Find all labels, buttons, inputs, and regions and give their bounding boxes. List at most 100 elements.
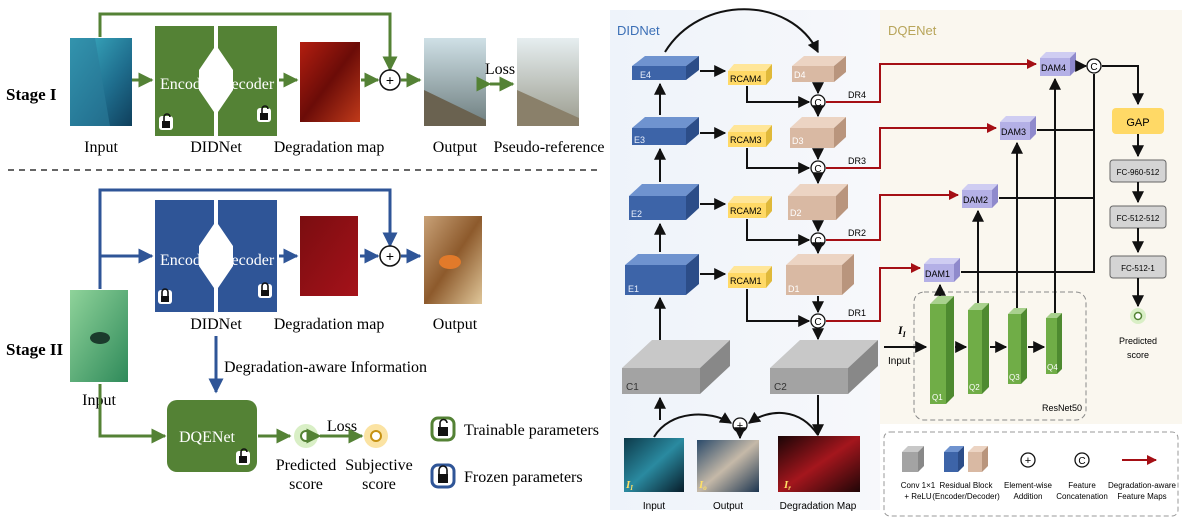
bottom-map-symbol: Ir [783,479,791,492]
encoder-e3-label: E3 [634,135,645,145]
conv-c1-label: C1 [626,382,639,393]
dqenet-title: DQENet [888,23,937,38]
stage2-degradation-map-image [300,216,358,296]
stage2-input-fish [90,332,110,344]
stage1-encoder-unlock-icon [159,113,173,130]
stage1-add-symbol: + [386,72,394,88]
dr1-arrow [826,263,921,322]
encoder-e2-label: E2 [631,209,642,219]
rcam4-to-concat [746,86,811,108]
decoder-d1-label: D1 [788,284,800,294]
dam-block-3: DAM3 [1000,116,1036,140]
dqenet-box [167,400,257,472]
stage1-loss-label: Loss [485,61,515,78]
bottom-output-symbol: Io [698,479,707,492]
q4-label: Q4 [1047,363,1058,372]
stage2-add-symbol: + [386,248,394,264]
rcam2-label: RCAM2 [730,206,762,216]
encoder-e4-label: E4 [640,70,651,80]
bottom-output-caption: Output [713,501,743,512]
stage1-skip-arrow [98,12,398,72]
legend-frozen: Frozen parameters [430,463,583,489]
stage1-add-node [379,69,401,91]
svg-text:C: C [1090,62,1097,73]
dam3-label: DAM3 [1001,127,1026,137]
encoder-block-e4: E4 [632,56,699,80]
gap-label: GAP [1126,117,1149,129]
decoder-block-d4: D4 [792,56,846,82]
stage1-label: Stage I [6,85,57,104]
decoder-d2-label: D2 [790,208,802,218]
left-panel: Stage I Input Encoder Decoder DIDNet Deg… [6,12,605,493]
bottom-map-caption: Degradation Map [780,501,857,512]
svg-text:C: C [814,98,821,109]
stage1-input-texture [70,38,110,126]
dr2-arrow [826,190,959,241]
rcam1-label: RCAM1 [730,276,762,286]
dr1-label: DR1 [848,308,866,318]
stage1-encoder [155,26,214,136]
legend-trainable: Trainable parameters [430,416,599,442]
svg-text:C: C [814,236,821,247]
legend-residual: Residual Block (Encoder/Decoder) [932,446,1000,501]
stage1-output-caption: Output [433,139,478,156]
input-label: Input [888,356,910,367]
predicted-caption-1: Predicted [276,457,336,474]
stage1-decoder-label: Decoder [220,76,275,93]
svg-text:C: C [1078,456,1085,467]
stage1-reference-texture [517,90,579,126]
subjective-caption-2: score [362,476,396,493]
stage1-input-caption: Input [84,139,118,156]
stage1-encoder-label: Encoder [160,76,214,93]
bridge-arrow-e4-d4 [664,8,819,54]
q2-label: Q2 [969,383,980,392]
stage2-encoder-label: Encoder [160,252,214,269]
legend-add-l2: Addition [1014,492,1043,501]
decoder-block-d3: D3 [790,117,846,148]
dam1-to-concat [961,130,1095,273]
right-panel: DIDNet DQENet E4 E3 E2 E1 C1 C2 [610,8,1182,517]
fc2-label: FC-512-512 [1117,214,1160,223]
bottom-input-caption: Input [643,501,665,512]
stage2-output-fish [439,255,461,269]
stage2-input-to-dqenet [98,384,167,444]
stage2-info-caption: Degradation-aware Information [224,359,427,376]
dam2-label: DAM2 [963,195,988,205]
legend-res-l2: (Encoder/Decoder) [932,492,1000,501]
conv-block-c1: C1 [622,340,730,394]
dam-block-1: DAM1 [924,258,960,282]
resnet-block-q4: Q4 [1046,313,1062,374]
input-symbol: II [897,323,907,339]
resnet-label: ResNet50 [1042,403,1082,413]
dam4-label: DAM4 [1041,63,1066,73]
rcam-block-4: RCAM4 [728,64,772,85]
map-to-add-arrow [748,411,819,436]
stage1-decoder-unlock-icon [257,105,271,122]
dr4-arrow [826,59,1037,103]
legend-conv-l1: Conv 1×1 [901,481,936,490]
q3-label: Q3 [1009,373,1020,382]
legend-add: + Element-wise Addition [1004,452,1053,501]
stage2-label: Stage II [6,340,64,359]
conv-block-c2: C2 [770,340,878,394]
q1-label: Q1 [932,393,943,402]
legend-res-l1: Residual Block [940,481,994,490]
stage1-pseudo-caption: Pseudo-reference [493,139,604,156]
stage1-didnet-caption: DIDNet [190,139,242,156]
dam-block-4: DAM4 [1040,52,1076,76]
dr2-label: DR2 [848,228,866,238]
stage2-add-node [379,245,401,267]
stage2-decoder-label: Decoder [220,252,275,269]
input-to-add-arrow [653,412,733,438]
stage2-encoder-lock-icon [158,288,172,304]
rcam-block-2: RCAM2 [728,196,772,218]
dam1-label: DAM1 [925,269,950,279]
rcam2-to-concat [746,219,811,246]
resnet-region [913,291,1087,421]
rcam3-label: RCAM3 [730,135,762,145]
decoder-d4-label: D4 [794,70,806,80]
concat-node-1: C [810,313,826,329]
dqe-predicted-2: score [1127,350,1149,360]
decoder-block-d1: D1 [786,254,854,295]
